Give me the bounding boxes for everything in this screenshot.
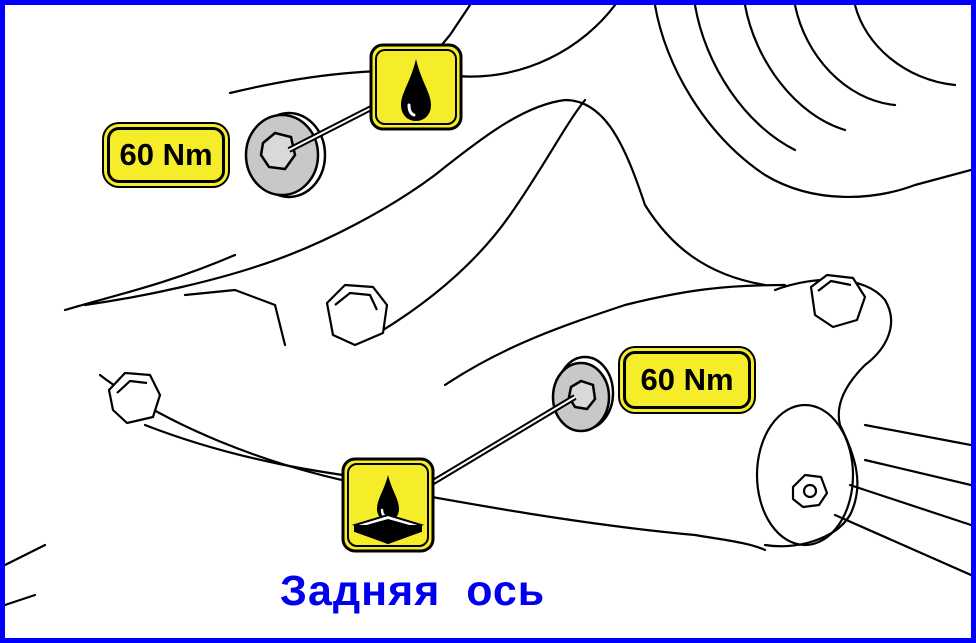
mount-flange [763, 278, 893, 548]
lower-arm [833, 483, 971, 577]
sealant-drop-icon [339, 455, 437, 555]
leader-oil-hi [288, 104, 378, 151]
housing-center-ridge [373, 98, 587, 337]
torque-label-filler-plug: 60 Nm [107, 127, 225, 183]
bolt-head-left [107, 371, 162, 425]
axle-tube-ring-4 [853, 5, 957, 87]
filler-plug [244, 111, 327, 199]
check-plug [551, 355, 615, 433]
rear-axle-drawing [5, 5, 971, 607]
mount-bushing [755, 403, 855, 547]
housing-mid-curve [443, 283, 787, 387]
right-rod [863, 423, 971, 487]
diagram-caption: Задняя ось [280, 567, 546, 615]
bolt-head-upper-center [325, 283, 389, 347]
leader-sealant-hi [424, 396, 576, 488]
torque-label-check-plug: 60 Nm [623, 351, 751, 409]
oil-drop-icon [367, 41, 465, 133]
housing-front-line [183, 288, 287, 347]
axle-tube-outer [653, 5, 971, 199]
left-arm-edge [5, 543, 47, 607]
nut-lower-right [791, 473, 829, 509]
housing-inner-edge [63, 253, 237, 312]
axle-tube-ring-3 [793, 5, 897, 107]
bolt-head-right [809, 273, 867, 329]
axle-tube-ring-1 [693, 5, 797, 152]
housing-outline [83, 98, 767, 307]
housing-lower-edge [98, 373, 767, 552]
axle-tube-ring-2 [743, 5, 847, 132]
